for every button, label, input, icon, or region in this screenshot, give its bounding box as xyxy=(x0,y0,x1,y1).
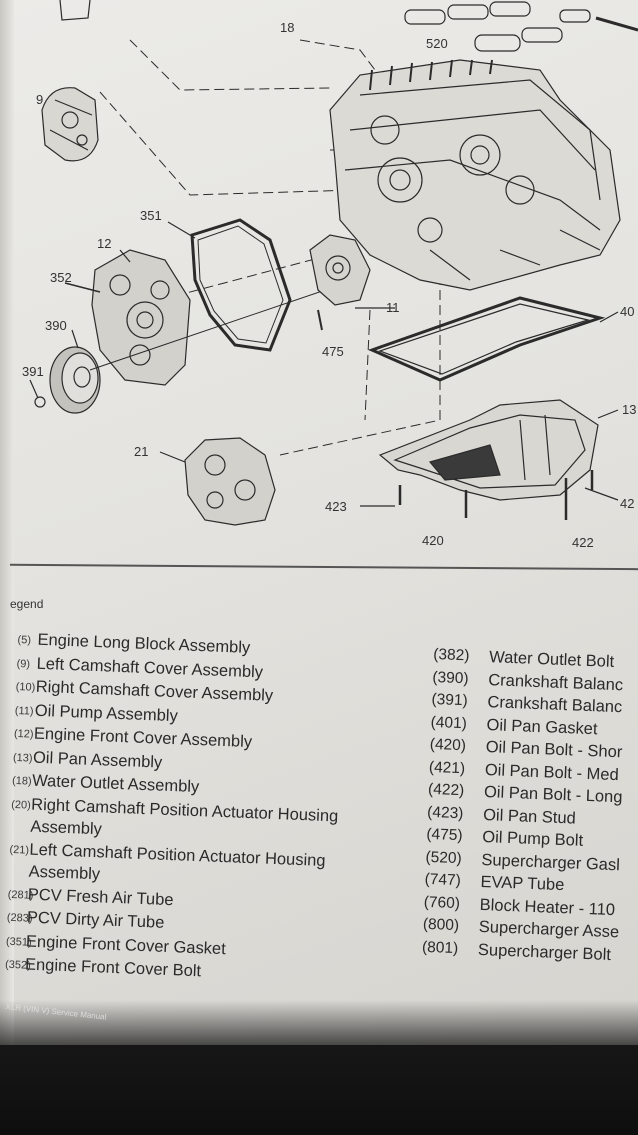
bottom-shadow xyxy=(0,1000,638,1135)
callout-12: 12 xyxy=(97,236,111,251)
bracket-part xyxy=(59,0,91,21)
callout-42: 42 xyxy=(620,496,634,511)
engine-front-cover-part xyxy=(91,249,191,386)
callout-40: 40 xyxy=(620,304,634,319)
callout-13: 13 xyxy=(622,402,636,417)
callout-475: 475 xyxy=(322,344,344,359)
callout-422: 422 xyxy=(572,535,594,550)
callout-18: 18 xyxy=(280,20,294,35)
engine-front-cover-gasket-part xyxy=(190,218,292,352)
callout-21: 21 xyxy=(134,444,148,459)
legend-left-column: (5)Engine Long Block Assembly (9)Left Ca… xyxy=(5,628,368,990)
page-binding-edge xyxy=(0,0,14,1045)
callout-352: 352 xyxy=(50,270,72,285)
callout-9: 9 xyxy=(36,92,43,107)
exploded-engine-diagram: 18 520 9 351 12 352 390 391 11 475 40 13… xyxy=(22,0,638,550)
callout-391: 391 xyxy=(22,364,44,379)
callout-520: 520 xyxy=(426,36,448,51)
legend-title: egend xyxy=(10,597,44,611)
crankshaft-balancer-part xyxy=(49,284,341,414)
supercharger-gasket-part xyxy=(404,1,591,52)
balancer-bolt-part xyxy=(34,396,46,408)
camshaft-actuator-housing-part xyxy=(159,437,276,526)
callout-423: 423 xyxy=(325,499,347,514)
left-camshaft-cover-part xyxy=(41,87,99,162)
callout-420: 420 xyxy=(422,533,444,548)
callout-390: 390 xyxy=(45,318,67,333)
engine-block-part xyxy=(329,59,621,291)
legend: (5)Engine Long Block Assembly (9)Left Ca… xyxy=(4,628,638,1012)
oil-pump-bolt-part xyxy=(317,309,323,331)
oil-pump-part xyxy=(309,234,371,306)
callout-11: 11 xyxy=(386,300,400,315)
oil-pan-gasket-part xyxy=(367,296,606,382)
callout-351: 351 xyxy=(140,208,162,223)
legend-right-column: (382)Water Outlet Bolt (390)Crankshaft B… xyxy=(422,644,638,968)
manual-page: 18 520 9 351 12 352 390 391 11 475 40 13… xyxy=(0,0,638,1045)
oil-pan-part xyxy=(378,399,599,501)
